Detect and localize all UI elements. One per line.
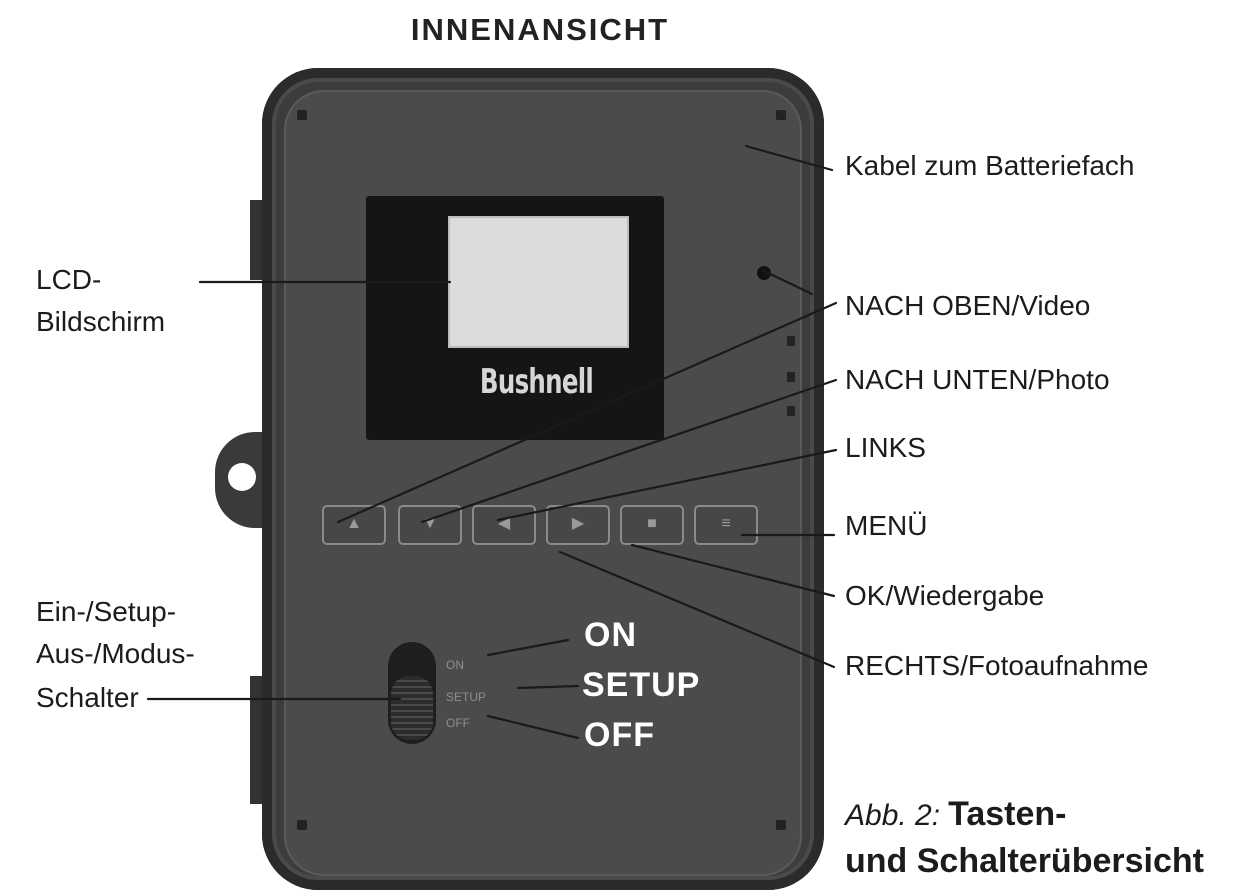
corner-screw bbox=[297, 820, 307, 830]
label-ok: OK/Wiedergabe bbox=[845, 580, 1045, 611]
figure-caption-text1: Tasten- bbox=[948, 795, 1067, 833]
indicator-led bbox=[787, 336, 795, 346]
indicator-led bbox=[787, 406, 795, 416]
leader-on bbox=[486, 638, 570, 657]
power-switch-knob[interactable] bbox=[391, 676, 433, 740]
leader-up bbox=[336, 301, 838, 524]
leader-off bbox=[486, 714, 580, 740]
label-menu: MENÜ bbox=[845, 510, 928, 541]
switch-mark-off: OFF bbox=[446, 716, 470, 730]
up-video-button[interactable]: ▲ bbox=[322, 505, 386, 545]
left-button[interactable]: ◀ bbox=[472, 505, 536, 545]
leader-ok bbox=[630, 543, 836, 598]
label-switch-line3: Schalter bbox=[36, 682, 139, 713]
leader-left bbox=[496, 448, 838, 522]
cable-port bbox=[757, 266, 771, 280]
leader-right bbox=[558, 550, 836, 669]
figure-caption-line2: und Schalterübersicht bbox=[845, 842, 1204, 880]
switch-label-on: ON bbox=[584, 616, 637, 654]
label-cable: Kabel zum Batteriefach bbox=[845, 150, 1135, 181]
menu-button[interactable]: ≡ bbox=[694, 505, 758, 545]
figure-caption-prefix: Abb. 2: bbox=[845, 799, 941, 832]
label-switch-line2: Aus-/Modus- bbox=[36, 638, 195, 669]
switch-mark-on: ON bbox=[446, 658, 464, 672]
switch-label-setup: SETUP bbox=[582, 666, 701, 704]
label-switch-line1: Ein-/Setup- bbox=[36, 596, 177, 627]
lcd-screen bbox=[448, 216, 629, 348]
leader-cable bbox=[744, 144, 834, 172]
brand-logo: Bushnell bbox=[479, 362, 594, 402]
indicator-led bbox=[787, 372, 795, 382]
corner-screw bbox=[776, 820, 786, 830]
label-lcd-line1: LCD- bbox=[36, 264, 102, 295]
leader-setup bbox=[516, 684, 580, 690]
label-down: NACH UNTEN/Photo bbox=[845, 364, 1110, 395]
switch-label-off: OFF bbox=[584, 716, 655, 754]
ok-playback-button[interactable]: ■ bbox=[620, 505, 684, 545]
corner-screw bbox=[297, 110, 307, 120]
figure-caption-line1: Abb. 2:Tasten- bbox=[845, 795, 1066, 834]
leader-cable-in bbox=[760, 268, 814, 296]
label-up: NACH OBEN/Video bbox=[845, 290, 1091, 321]
corner-screw bbox=[776, 110, 786, 120]
label-lcd-line2: Bildschirm bbox=[36, 306, 166, 337]
switch-mark-setup: SETUP bbox=[446, 690, 487, 704]
figure-title: INNENANSICHT bbox=[410, 12, 670, 47]
mounting-hole bbox=[228, 463, 256, 491]
label-left: LINKS bbox=[845, 432, 926, 463]
label-right: RECHTS/Fotoaufnahme bbox=[845, 650, 1149, 681]
leader-down bbox=[420, 378, 838, 524]
right-shutter-button[interactable]: ▶ bbox=[546, 505, 610, 545]
